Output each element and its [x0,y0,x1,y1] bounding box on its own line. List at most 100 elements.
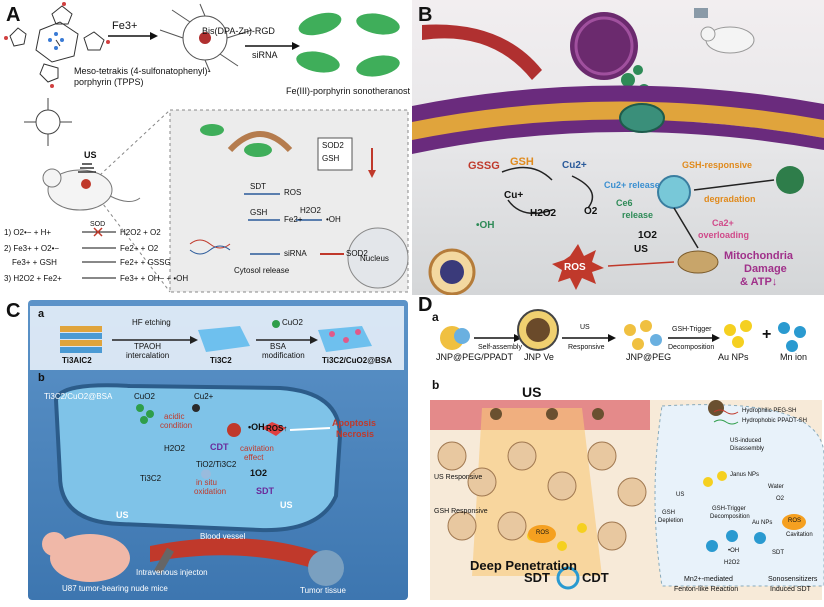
gsh-label: GSH [250,208,268,217]
us-responsive-1: US [580,324,590,331]
gsh-box-label: GSH [322,154,340,163]
d-sub-a: a [432,310,439,324]
mn-mediated-2: Fenton-like Reaction [674,586,739,593]
reaction-3-product: Fe3+ + OH− + •OH [120,274,189,283]
ros-d-label: ROS [536,530,550,536]
panel-a: A Fe3+ Bis(DPA-Zn)-RGD siRNA Meso-tetrak… [0,0,410,295]
us-induced-1: US-induced [730,438,762,444]
membrane-lipid [412,99,824,142]
us-responsive-2: Responsive [568,344,605,351]
reaction-2-product: Fe2+ + O2 [120,244,159,253]
us-d2-label: US [676,492,685,498]
ros-b-label: ROS [564,262,586,273]
ultrasound-probe [694,8,708,18]
ti3alc2-block [60,326,102,353]
ti3c2-sheet [198,326,250,352]
ros-burst [552,244,604,290]
mn-ion-label: Mn ion [780,352,808,362]
c-sub-b: b [38,372,45,384]
reaction-2b-product: Fe2+ + GSSG [120,258,171,267]
sirna2-label: siRNA [284,249,307,258]
reaction-1-product: H2O2 + O2 [120,228,161,237]
apoptosis-label: Apoptosis [332,418,376,428]
ros-arrows [607,261,675,267]
panel-c: C a b HF etching TPAOH intercalation CuO… [0,296,412,607]
h2o2-b-label: H2O2 [530,208,557,219]
tumor-cell [53,383,343,533]
mito-label-3: & ATP↓ [740,276,778,288]
tissue-cells [437,441,647,551]
us-responsive-d: US Responsive [434,474,483,481]
material-label: Ti3C2/CuO2@BSA [44,392,113,401]
insitu-2: oxidation [194,487,227,496]
tumor [570,12,638,80]
gssg-label: GSSG [468,160,500,172]
bsa-label: BSA [270,342,287,351]
cavitation-2: effect [244,453,264,462]
mito-label-1: Mitochondria [724,250,794,262]
oh-b-label: •OH [476,220,495,231]
sono-2: Induced SDT [770,586,811,593]
product-label: Fe(III)-porphyrin sonotheranostics [286,86,410,96]
sod-label: SOD [90,221,106,228]
panel-b: B GSSG GSH Cu2+ Cu+ H2O2 O2 •OH Ce6 rele… [412,0,824,295]
au-nps [724,320,752,348]
acidic-2: condition [160,421,193,430]
sono-1: Sonosensitizers [768,576,818,583]
reaction-2: 2) Fe3+ + O2•− [4,244,60,253]
pathway-arrows [244,193,322,255]
us-induced-2: Disassembly [730,446,765,452]
ti3c2-label: Ti3C2 [210,356,232,365]
panel-b-graphics [412,0,824,295]
ti3alc2-label: Ti3AlC2 [62,356,92,365]
legend-ppadt: Hydrophobic PPADT-SH [742,418,807,424]
vessel-c [150,538,330,574]
oh-d-label: •OH [728,548,740,554]
gsh-trigger-1: GSH-Trigger [672,326,712,333]
ros-label: ROS [284,188,302,197]
insitu-1: in situ [196,478,217,487]
cytosol-label: Cytosol release [234,266,290,275]
mn-ions [778,322,806,352]
cuo2-particles [136,404,154,424]
h2o2-d-label: H2O2 [724,560,740,566]
mouse-illustration [42,168,141,211]
tpps-label-2: porphyrin (TPPS) [74,77,144,87]
fe-complex [159,3,253,73]
panel-a-label: A [6,4,21,26]
tumor-tissue-label: Tumor tissue [300,586,346,595]
singlet-oxygen-label: 1O2 [638,230,657,241]
gsh-b-label: GSH [510,156,534,168]
cdt-d-label: CDT [582,570,609,585]
mito-label-2: Damage [744,263,787,275]
ti3c2-b-label: Ti3C2 [140,474,162,483]
o1-c-label: 1O2 [250,468,268,478]
mn-mediated-1: Mn2+-mediated [684,576,733,583]
reaction-1: 1) O2•− + H+ [4,228,52,237]
ca-label: Ca2+ [712,218,734,228]
jnp-peg [624,320,662,350]
gsh-trigger-4: Decomposition [710,514,750,520]
ros-c-label: ROS↑ [266,424,288,433]
h2o2-c-label: H2O2 [164,444,185,453]
final-label: Ti3C2/CuO2@BSA [322,356,392,365]
h2o2-label: H2O2 [300,206,321,215]
nucleus [347,227,409,289]
tpps-label-1: Meso-tetrakis (4-sulfonatophenyl)- [74,66,211,76]
ros-d [528,525,556,543]
panel-d-label: D [418,296,433,316]
gsh-trigger-3: GSH-Trigger [712,506,746,512]
sod2-box [317,137,353,171]
tpaoh-label: TPAOH [134,342,161,351]
cavitation-1: cavitation [240,444,274,453]
nude-mouse [50,534,130,582]
sod2-box-label: SOD2 [322,141,344,150]
us-c-label: US [280,500,293,510]
cell-membrane [227,131,293,153]
fe3-label: Fe3+ [112,20,138,32]
modification-label: modification [262,351,305,360]
hf-label: HF etching [132,318,171,327]
oh-c-label: •OH [248,422,265,432]
tpps-structure [24,98,72,146]
legend-peg: Hydrophilic PEG-SH [742,408,797,414]
